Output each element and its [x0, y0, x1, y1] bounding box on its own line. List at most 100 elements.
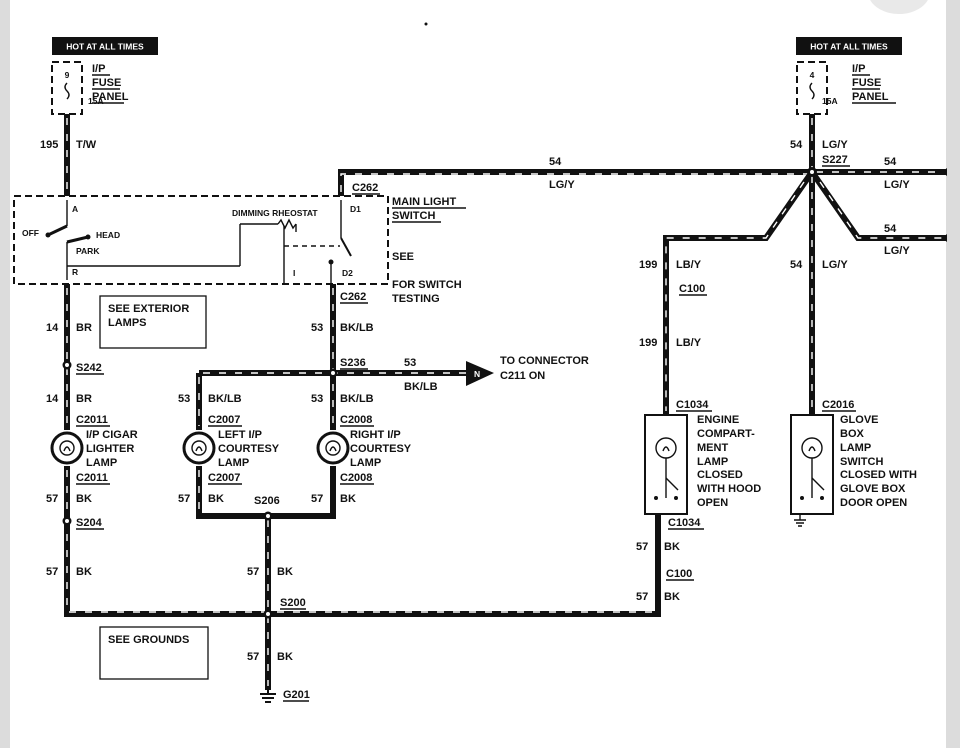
- wire-54-r2-num: 54: [884, 223, 897, 235]
- wire-57-d-color: BK: [76, 566, 92, 578]
- pin-r: R: [72, 267, 78, 277]
- connector-arrow: N TO CONNECTOR C211 ON: [466, 355, 589, 386]
- engine-lamp-6: WITH HOOD: [697, 483, 761, 495]
- left-lamp-2: COURTESY: [218, 443, 280, 455]
- ground-g201: G201: [260, 689, 310, 703]
- fuse-amp-left: 15A: [88, 96, 104, 106]
- ground-icon: [794, 514, 806, 527]
- switch-title-2: SWITCH: [392, 210, 435, 222]
- engine-lamp-4: LAMP: [697, 456, 728, 468]
- wires: [64, 114, 946, 690]
- corner-shadow: [868, 0, 930, 14]
- pin-a: A: [72, 204, 78, 214]
- wire-199-a-num: 199: [639, 259, 657, 271]
- right-lamp-2: COURTESY: [350, 443, 412, 455]
- glove-lamp-7: DOOR OPEN: [840, 497, 907, 509]
- right-lamp-1: RIGHT I/P: [350, 429, 401, 441]
- switch-park-label: PARK: [76, 246, 100, 256]
- wire-53-d-num: 53: [311, 393, 323, 405]
- left-lamp-1: LEFT I/P: [218, 429, 262, 441]
- switch-for-testing: FOR SWITCH: [392, 279, 462, 291]
- wire-57-h-num: 57: [636, 591, 648, 603]
- panel-label-right-2: FUSE: [852, 77, 881, 89]
- bulb-icon: [195, 446, 203, 452]
- wire-199-b-color: LB/Y: [676, 337, 702, 349]
- switch-head-label: HEAD: [96, 230, 120, 240]
- wire-53-d-color: BK/LB: [340, 393, 374, 405]
- cigar-lamp-3: LAMP: [86, 457, 117, 469]
- to-connector-label: TO CONNECTOR: [500, 355, 589, 367]
- engine-lamp-5: CLOSED: [697, 469, 743, 481]
- panel-label-left-3: PANEL: [92, 91, 129, 103]
- engine-lamp-3: MENT: [697, 442, 728, 454]
- connector-c100-a: C100: [679, 283, 705, 295]
- wire-199-b-num: 199: [639, 337, 657, 349]
- connector-c262-bottom: C262: [340, 291, 366, 303]
- wire-54-hot-num: 54: [790, 139, 803, 151]
- glove-lamp-2: BOX: [840, 428, 865, 440]
- wire-53-c-color: BK/LB: [208, 393, 242, 405]
- panel-label-left-2: FUSE: [92, 77, 121, 89]
- wire-53-c-num: 53: [178, 393, 190, 405]
- glove-lamp-6: GLOVE BOX: [840, 483, 906, 495]
- wire-53-a-color: BK/LB: [340, 322, 374, 334]
- wire-54-hot-color: LG/Y: [822, 139, 848, 151]
- wire-14-b-color: BR: [76, 393, 92, 405]
- wire-54-r1-color: LG/Y: [884, 179, 910, 191]
- connector-c100-b: C100: [666, 568, 692, 580]
- engine-lamp-1: ENGINE: [697, 414, 739, 426]
- splice-s200: S200: [280, 597, 306, 609]
- wire-54-top-num: 54: [549, 156, 562, 168]
- wire-57-b-num: 57: [178, 493, 190, 505]
- wire-57-g-num: 57: [636, 541, 648, 553]
- splice-dots: [62, 167, 947, 619]
- connector-c1034-a: C1034: [676, 399, 709, 411]
- wire-53-a-num: 53: [311, 322, 323, 334]
- main-light-switch: MAIN LIGHT SWITCH SEE FOR SWITCH TESTING…: [13, 195, 466, 305]
- wire-54-down-color: LG/Y: [822, 259, 848, 271]
- cigar-lamp: I/P CIGAR LIGHTER LAMP: [50, 429, 138, 469]
- note-exterior-lamps: SEE EXTERIOR LAMPS: [99, 295, 207, 349]
- hot-header-left: HOT AT ALL TIMES: [66, 42, 144, 52]
- panel-label-left-1: I/P: [92, 63, 105, 75]
- connector-c2011-a: C2011: [76, 414, 108, 426]
- fuse-number-left: 9: [65, 70, 70, 80]
- wire-54-down-num: 54: [790, 259, 803, 271]
- wire-54-r2-color: LG/Y: [884, 245, 910, 257]
- splice-s227: S227: [822, 154, 848, 166]
- splice-s206: S206: [254, 495, 280, 507]
- splice-labels: S227 S242 S236 S204 S206 S200: [76, 154, 850, 610]
- glove-box-lamp: GLOVE BOX LAMP SWITCH CLOSED WITH GLOVE …: [790, 414, 917, 527]
- wire-14-b-num: 14: [46, 393, 59, 405]
- wire-54-r1-num: 54: [884, 156, 897, 168]
- cigar-lamp-2: LIGHTER: [86, 443, 134, 455]
- glove-lamp-3: LAMP: [840, 442, 871, 454]
- connector-c2008-a: C2008: [340, 414, 372, 426]
- fuse-panel-left: HOT AT ALL TIMES 9 15A I/P FUSE PANEL: [51, 37, 158, 115]
- switch-off-label: OFF: [22, 228, 39, 238]
- bulb-icon: [329, 446, 337, 452]
- wire-195-num: 195: [40, 139, 58, 151]
- fuse-amp-right: 15A: [822, 96, 838, 106]
- fuse-icon-left: [64, 82, 70, 100]
- connector-c1034-b: C1034: [668, 517, 701, 529]
- stray-mark: [424, 22, 428, 26]
- wire-57-d-num: 57: [46, 566, 58, 578]
- wire-57-e-num: 57: [247, 566, 259, 578]
- left-lamp-3: LAMP: [218, 457, 249, 469]
- ext-lamps-1: SEE EXTERIOR: [108, 303, 189, 315]
- ground-label: G201: [283, 689, 310, 701]
- fuse-number-right: 4: [810, 70, 815, 80]
- see-grounds: SEE GROUNDS: [108, 634, 189, 646]
- engine-lamp-2: COMPART-: [697, 428, 755, 440]
- rheostat-icon: [277, 218, 297, 230]
- connector-c2007-a: C2007: [208, 414, 240, 426]
- wire-57-e-color: BK: [277, 566, 293, 578]
- switch-title-1: MAIN LIGHT: [392, 196, 456, 208]
- right-lamp-3: LAMP: [350, 457, 381, 469]
- connector-c2016: C2016: [822, 399, 854, 411]
- wire-53-b-num: 53: [404, 357, 416, 369]
- wire-57-f-num: 57: [247, 651, 259, 663]
- switch-see: SEE: [392, 251, 414, 263]
